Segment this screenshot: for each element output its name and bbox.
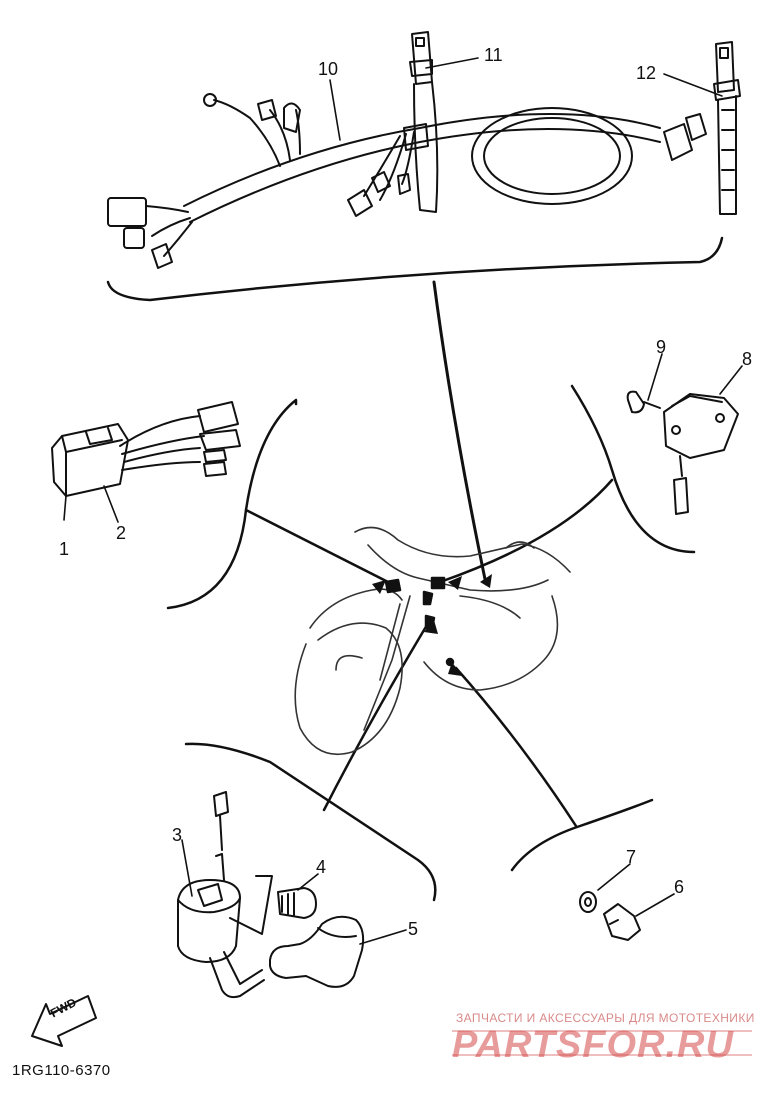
leader-right	[438, 478, 614, 584]
callout-5: 5	[408, 919, 419, 939]
callout-8: 8	[742, 349, 753, 369]
callout-2: 2	[116, 523, 127, 543]
mount-point-cdi	[430, 576, 446, 590]
motorcycle-outline	[294, 526, 571, 756]
wire-harness	[107, 93, 707, 269]
callout-4: 4	[316, 857, 327, 877]
callout-12: 12	[636, 63, 657, 83]
callout-3: 3	[172, 825, 183, 845]
watermark-brand: PARTSFOR.RU	[452, 1024, 734, 1066]
leader-top	[432, 280, 488, 586]
document-reference: 1RG110-6370	[12, 1062, 111, 1079]
frame-right	[570, 384, 696, 554]
cable-tie-11	[409, 31, 439, 213]
cable-tie-12	[713, 41, 741, 215]
leader-bottom-left	[322, 618, 432, 812]
bolt-washer	[579, 891, 641, 941]
cdi-unit	[626, 390, 739, 515]
leader-bottom-right	[454, 666, 578, 828]
watermark-tagline: ЗАПЧАСТИ И АКСЕССУАРЫ ДЛЯ МОТОТЕХНИКИ	[456, 1011, 755, 1025]
frame-top	[106, 236, 724, 302]
fwd-arrow-icon	[31, 995, 97, 1047]
callout-9: 9	[656, 337, 667, 357]
relay-assembly	[51, 401, 241, 497]
arrowheads	[372, 574, 492, 676]
leader-left	[244, 508, 394, 586]
callout-1: 1	[59, 539, 70, 559]
mount-point-coil	[422, 590, 434, 606]
callout-10: 10	[318, 59, 339, 79]
watermark-logo	[452, 1030, 752, 1056]
callout-7: 7	[626, 847, 637, 867]
callout-leaders	[63, 57, 743, 945]
callout-6: 6	[674, 877, 685, 897]
callout-11: 11	[484, 45, 503, 65]
mount-point-relay	[384, 578, 402, 594]
frame-bottom-left	[184, 742, 437, 902]
ignition-coil-assembly	[177, 791, 365, 999]
frame-bottom-right	[510, 798, 654, 872]
